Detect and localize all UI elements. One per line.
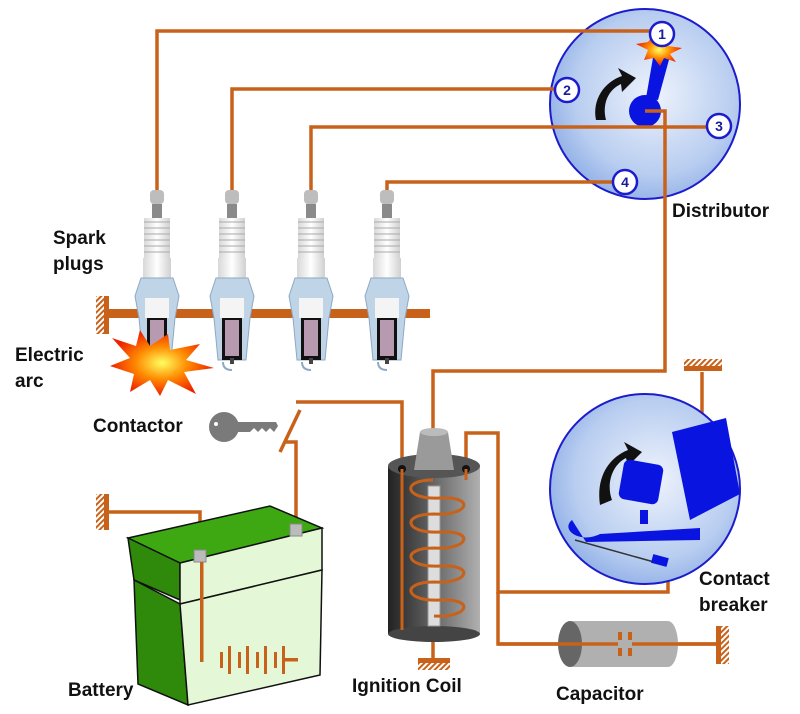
- battery: [96, 494, 325, 707]
- battery-terminal-negative: [193, 549, 207, 563]
- wire-plug-3: [309, 125, 708, 192]
- capacitor: [498, 621, 729, 667]
- distributor-label: Distributor: [672, 201, 770, 222]
- terminal-3-label: 3: [715, 118, 723, 134]
- spark-plug: [364, 190, 410, 371]
- rotation-arrow-icon: [599, 442, 642, 505]
- terminal-2-label: 2: [563, 82, 571, 98]
- terminal-1: 1: [648, 20, 676, 48]
- wire-plug-4: [385, 180, 613, 192]
- terminal-1-label: 1: [658, 26, 666, 42]
- distributor-terminals: 1 2 3 4: [553, 20, 733, 196]
- breaker-cam: [618, 459, 664, 505]
- ignition-coil: [388, 428, 480, 670]
- key-icon: [209, 412, 278, 442]
- breaker-contact: [650, 554, 669, 567]
- contactor-label: Contactor: [93, 416, 183, 437]
- terminal-4: 4: [611, 168, 639, 196]
- spark-plug: [209, 190, 255, 371]
- ground-hatch-icon: [721, 626, 729, 664]
- ground-hatch-icon: [684, 359, 722, 366]
- ground-hatch-icon: [96, 494, 104, 530]
- terminal-4-label: 4: [621, 174, 629, 190]
- engine-ground: [96, 296, 430, 334]
- breaker-lever: [568, 520, 700, 542]
- battery-label: Battery: [68, 680, 134, 701]
- wire-plug-2: [230, 87, 556, 192]
- wire-distributor-to-coil: [431, 109, 667, 430]
- electric-arc-label-line2: arc: [15, 371, 44, 392]
- contactor: [209, 409, 302, 453]
- capacitor-label: Capacitor: [556, 684, 644, 705]
- wire-plug-1: [155, 29, 650, 192]
- spark-plugs: [134, 190, 410, 371]
- electric-arc-label-line1: Electric: [15, 345, 84, 366]
- spark-plug: [288, 190, 334, 371]
- battery-cells-icon: [200, 562, 298, 674]
- contact-breaker-label-line2: breaker: [699, 595, 768, 616]
- wire-contactor-to-coil: [296, 400, 404, 466]
- contact-breaker-label-line1: Contact: [699, 569, 770, 590]
- ignition-coil-label: Ignition Coil: [352, 676, 462, 697]
- distributor-rotor: [646, 52, 670, 100]
- coil-windings: [400, 469, 468, 630]
- breaker-arm: [672, 418, 740, 520]
- engine-ground-bar: [104, 309, 430, 318]
- spark-plugs-label-line2: plugs: [53, 254, 104, 275]
- contact-breaker: [549, 359, 741, 585]
- contactor-switch: [278, 409, 302, 453]
- electric-arc-icon: [110, 330, 214, 396]
- wire-coil-to-breaker: [464, 431, 670, 594]
- distributor: [549, 8, 741, 200]
- terminal-2: 2: [553, 76, 581, 104]
- rotor-spark-icon: [636, 34, 682, 66]
- battery-terminal-positive: [289, 523, 303, 537]
- spark-plugs-label-line1: Spark: [53, 228, 106, 249]
- rotation-arrow-icon: [595, 68, 636, 120]
- ground-hatch-icon: [418, 663, 450, 670]
- ground-hatch-icon: [96, 296, 104, 334]
- terminal-3: 3: [705, 112, 733, 140]
